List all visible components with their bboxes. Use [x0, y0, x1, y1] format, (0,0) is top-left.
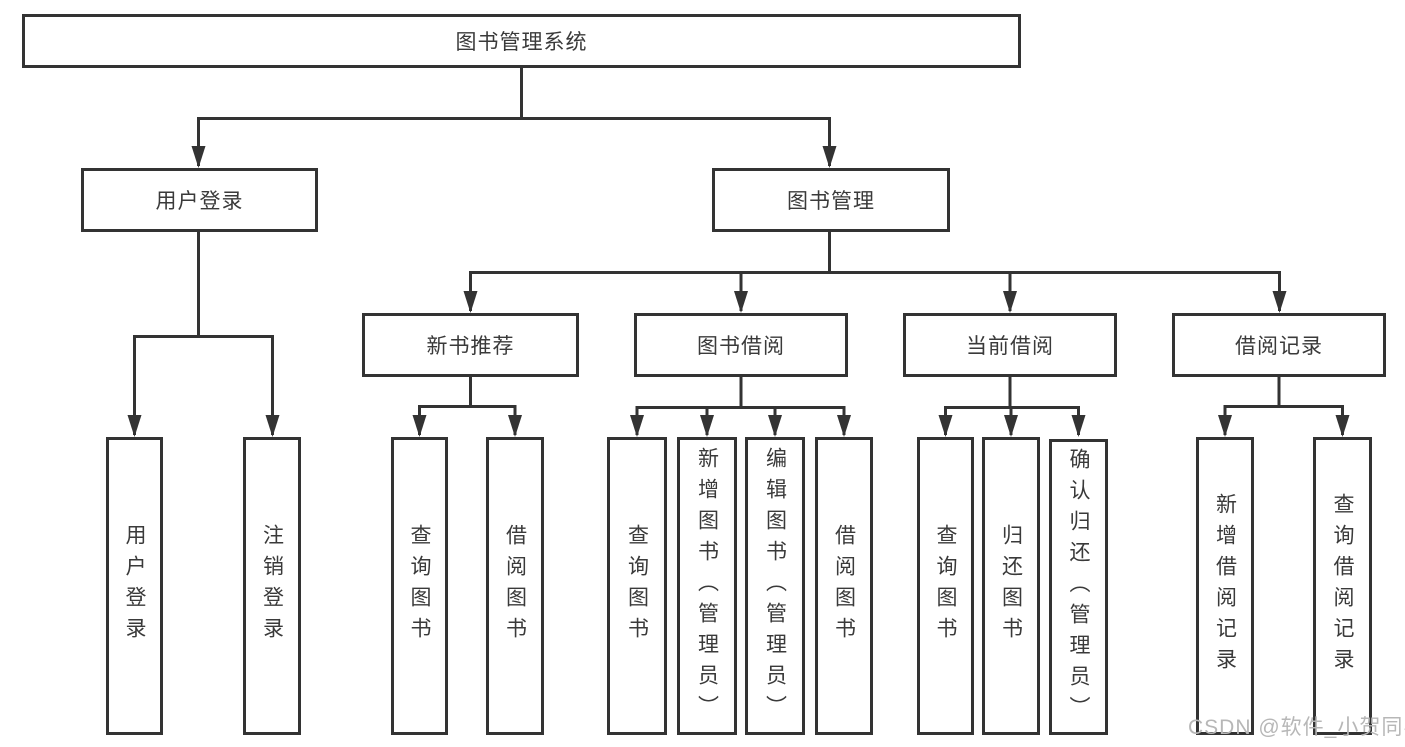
leaf-user-login: 用户登录 — [106, 437, 163, 735]
node-borrow-records-label: 借阅记录 — [1235, 335, 1323, 358]
leaf-current-confirm-return-admin-label: 确认归还（管理员） — [1067, 447, 1090, 727]
leaf-records-query-record: 查询借阅记录 — [1313, 437, 1372, 735]
leaf-records-add-record: 新增借阅记录 — [1196, 437, 1254, 735]
node-library-system-label: 图书管理系统 — [455, 31, 588, 54]
node-current-borrow-label: 当前借阅 — [966, 335, 1054, 358]
leaf-borrow-query-book-label: 查询图书 — [625, 524, 649, 648]
node-library-system: 图书管理系统 — [22, 14, 1021, 68]
leaf-logout: 注销登录 — [243, 437, 301, 735]
leaf-records-query-record-label: 查询借阅记录 — [1331, 493, 1354, 679]
leaf-current-return-book: 归还图书 — [982, 437, 1040, 735]
leaf-borrow-add-book-admin: 新增图书（管理员） — [677, 437, 737, 735]
leaf-borrow-query-book: 查询图书 — [607, 437, 667, 735]
node-book-borrow: 图书借阅 — [634, 313, 848, 377]
watermark: CSDN @软件_小贺同学 — [1188, 716, 1405, 739]
leaf-recommend-query-book-label: 查询图书 — [408, 524, 431, 648]
leaf-recommend-borrow-book-label: 借阅图书 — [503, 524, 527, 648]
leaf-borrow-edit-book-admin-label: 编辑图书（管理员） — [763, 446, 787, 726]
node-book-management-label: 图书管理 — [787, 190, 875, 213]
leaf-current-query-book-label: 查询图书 — [934, 524, 957, 648]
node-new-book-recommend-label: 新书推荐 — [426, 335, 515, 358]
leaf-borrow-borrow-book: 借阅图书 — [815, 437, 873, 735]
leaf-user-login-label: 用户登录 — [123, 524, 146, 648]
leaf-recommend-borrow-book: 借阅图书 — [486, 437, 544, 735]
leaf-recommend-query-book: 查询图书 — [391, 437, 448, 735]
leaf-borrow-edit-book-admin: 编辑图书（管理员） — [745, 437, 805, 735]
leaf-current-confirm-return-admin: 确认归还（管理员） — [1049, 439, 1108, 735]
node-new-book-recommend: 新书推荐 — [362, 313, 579, 377]
node-user-login: 用户登录 — [81, 168, 318, 232]
node-user-login-label: 用户登录 — [155, 190, 244, 213]
node-borrow-records: 借阅记录 — [1172, 313, 1386, 377]
leaf-current-query-book: 查询图书 — [917, 437, 974, 735]
leaf-borrow-borrow-book-label: 借阅图书 — [832, 524, 856, 648]
leaf-logout-label: 注销登录 — [260, 524, 284, 648]
leaf-current-return-book-label: 归还图书 — [999, 524, 1023, 648]
leaf-records-add-record-label: 新增借阅记录 — [1213, 493, 1237, 679]
node-current-borrow: 当前借阅 — [903, 313, 1117, 377]
leaf-borrow-add-book-admin-label: 新增图书（管理员） — [695, 446, 719, 726]
node-book-management: 图书管理 — [712, 168, 950, 232]
node-book-borrow-label: 图书借阅 — [697, 335, 785, 358]
